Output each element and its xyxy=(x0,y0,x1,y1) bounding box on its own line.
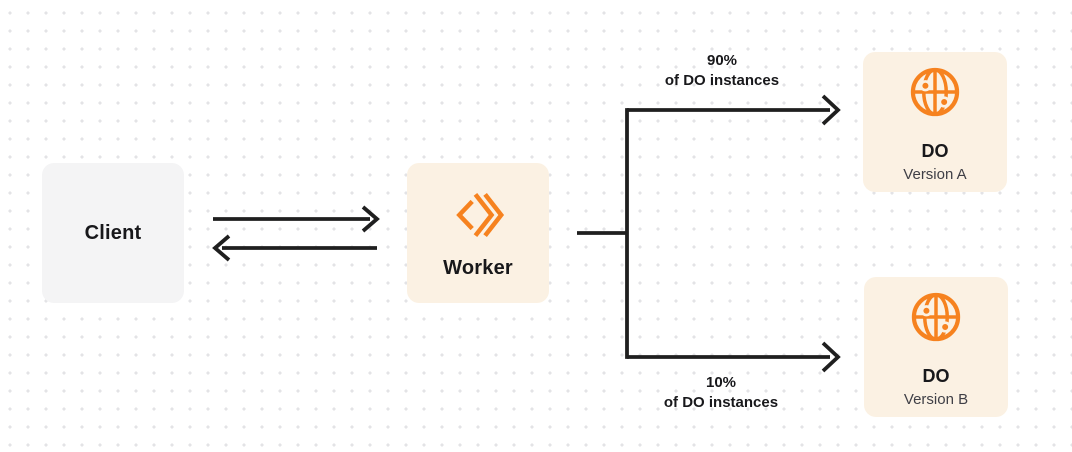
traffic-split-label-10: 10% of DO instances xyxy=(631,373,811,413)
do-b-subtitle: Version B xyxy=(903,390,969,408)
do-a-subtitle: Version A xyxy=(903,165,967,183)
traffic-split-label-90: 90% of DO instances xyxy=(632,51,812,91)
traffic-split-percent: 10% xyxy=(705,374,737,391)
worker-node: Worker xyxy=(407,163,549,303)
do-b-title: DO xyxy=(922,365,950,386)
request-arrow xyxy=(213,205,380,233)
do-version-b-node: DO Version B xyxy=(864,277,1008,417)
worker-label: Worker xyxy=(443,257,513,279)
traffic-split-percent: 90% xyxy=(706,52,738,69)
traffic-split-caption: of DO instances xyxy=(663,394,779,411)
do-version-a-node: DO Version A xyxy=(863,52,1007,192)
client-node: Client xyxy=(42,163,184,303)
branch-arrow-top xyxy=(627,94,841,126)
traffic-split-caption: of DO instances xyxy=(664,72,780,89)
durable-object-globe-icon xyxy=(910,67,960,116)
workers-logo-icon xyxy=(456,192,505,238)
client-label: Client xyxy=(84,221,142,244)
do-a-title: DO xyxy=(921,140,949,161)
durable-object-globe-icon xyxy=(911,292,961,341)
response-arrow xyxy=(212,234,377,262)
branch-arrow-bottom xyxy=(627,341,841,373)
branch-connector xyxy=(577,108,629,359)
